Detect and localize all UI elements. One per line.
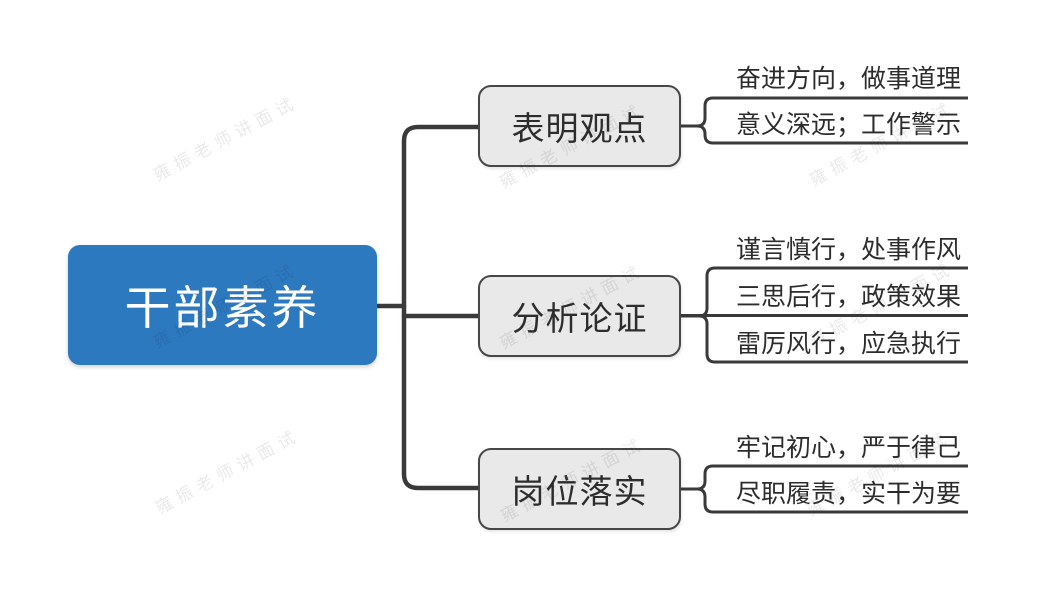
branch-node[interactable]: 表明观点 <box>478 85 681 167</box>
root-node[interactable]: 干部素养 <box>68 245 377 365</box>
leaf-item[interactable]: 谨言慎行，处事作风 <box>736 236 962 264</box>
branch-node[interactable]: 岗位落实 <box>478 448 681 530</box>
leaf-connector <box>681 487 968 514</box>
leaf-item[interactable]: 意义深远；工作警示 <box>736 111 962 139</box>
leaf-connector <box>679 314 968 364</box>
branch-node[interactable]: 分析论证 <box>478 275 681 357</box>
leaf-item[interactable]: 尽职履责，实干为要 <box>736 480 962 508</box>
leaf-item[interactable]: 三思后行，政策效果 <box>736 283 962 311</box>
leaf-item[interactable]: 牢记初心，严于律己 <box>736 434 962 462</box>
leaf-item[interactable]: 雷厉风行，应急执行 <box>736 330 962 358</box>
trunk-connector <box>401 124 483 491</box>
leaf-item[interactable]: 奋进方向，做事道理 <box>736 65 962 93</box>
leaf-connector <box>681 124 968 145</box>
